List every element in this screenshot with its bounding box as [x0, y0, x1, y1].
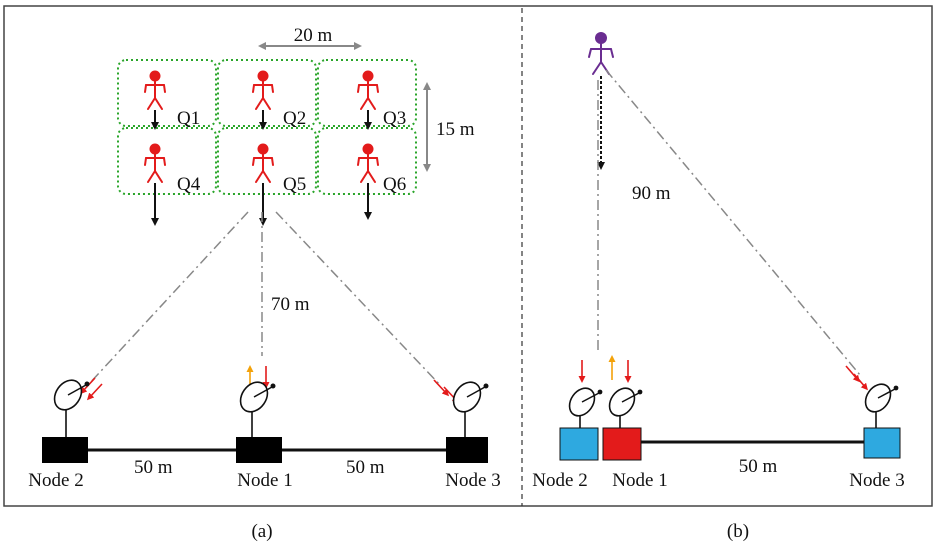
node-1-b: [602, 387, 643, 461]
red-arrow-node3-b-b: [853, 373, 868, 391]
person-q6: [357, 143, 379, 183]
spacing-left-label-a: 50 m: [134, 457, 173, 478]
satellite-dish-icon: [864, 383, 899, 428]
caption-b: (b): [727, 521, 749, 542]
satellite-dish-icon: [568, 387, 603, 428]
satellite-dish-icon: [239, 381, 276, 437]
panel-a: 20 m 15 m: [28, 25, 500, 542]
person-q1: [144, 70, 166, 110]
node-label-3-a: Node 3: [445, 470, 500, 491]
figure-frame: [3, 5, 933, 507]
node-2-a: [42, 379, 90, 463]
zone-label-q2: Q2: [283, 108, 306, 129]
zone-q4: [117, 127, 217, 195]
zone-q1: [117, 59, 217, 127]
zone-width-label: 20 m: [294, 25, 333, 46]
panel-b: 90 m: [532, 32, 905, 542]
satellite-dish-icon: [608, 387, 643, 428]
node-label-2-b: Node 2: [532, 470, 587, 491]
node-box: [559, 427, 599, 461]
node-label-2-a: Node 2: [28, 470, 83, 491]
link-b-to-node-3: [605, 69, 861, 376]
zone-label-q5: Q5: [283, 174, 306, 195]
red-arrow-node3-b-a: [845, 365, 860, 383]
satellite-dish-icon: [452, 381, 489, 437]
spacing-label-b: 50 m: [739, 456, 778, 477]
zone-height-label: 15 m: [436, 119, 475, 140]
person-q3: [357, 70, 379, 110]
node-box: [446, 437, 488, 463]
caption-a: (a): [251, 521, 272, 542]
red-arrow-node3-a: [433, 379, 450, 397]
node-3-a: [446, 381, 489, 463]
zone-label-q3: Q3: [383, 108, 406, 129]
person-q4: [144, 143, 166, 183]
node-3-b: [863, 383, 901, 459]
zone-q2: [217, 59, 317, 127]
person-b: [588, 32, 614, 75]
spacing-right-label-a: 50 m: [346, 457, 385, 478]
links-a: [87, 211, 441, 386]
node-box: [42, 437, 88, 463]
node-box: [863, 427, 901, 459]
zone-label-q1: Q1: [177, 108, 200, 129]
person-q2: [252, 70, 274, 110]
satellite-dish-icon: [53, 379, 90, 437]
zone-label-q6: Q6: [383, 174, 406, 195]
zone-q3: [317, 59, 417, 127]
person-arrows-a: [151, 110, 372, 226]
links-b: [597, 69, 861, 376]
person-q5: [252, 143, 274, 183]
node-box: [236, 437, 282, 463]
node-box: [602, 427, 642, 461]
signal-arrows-b: [578, 355, 868, 391]
red-arrow-node2-b: [86, 383, 103, 401]
node-label-1-a: Node 1: [237, 470, 292, 491]
link-to-node-2: [87, 211, 249, 386]
range-label-b: 90 m: [632, 183, 671, 204]
zone-q5: [217, 127, 317, 195]
node-2-b: [559, 387, 603, 461]
node-1-a: [236, 381, 282, 463]
range-label-a: 70 m: [271, 294, 310, 315]
node-label-3-b: Node 3: [849, 470, 904, 491]
signal-arrows-a: [79, 365, 460, 404]
node-label-1-b: Node 1: [612, 470, 667, 491]
zone-label-q4: Q4: [177, 174, 201, 195]
